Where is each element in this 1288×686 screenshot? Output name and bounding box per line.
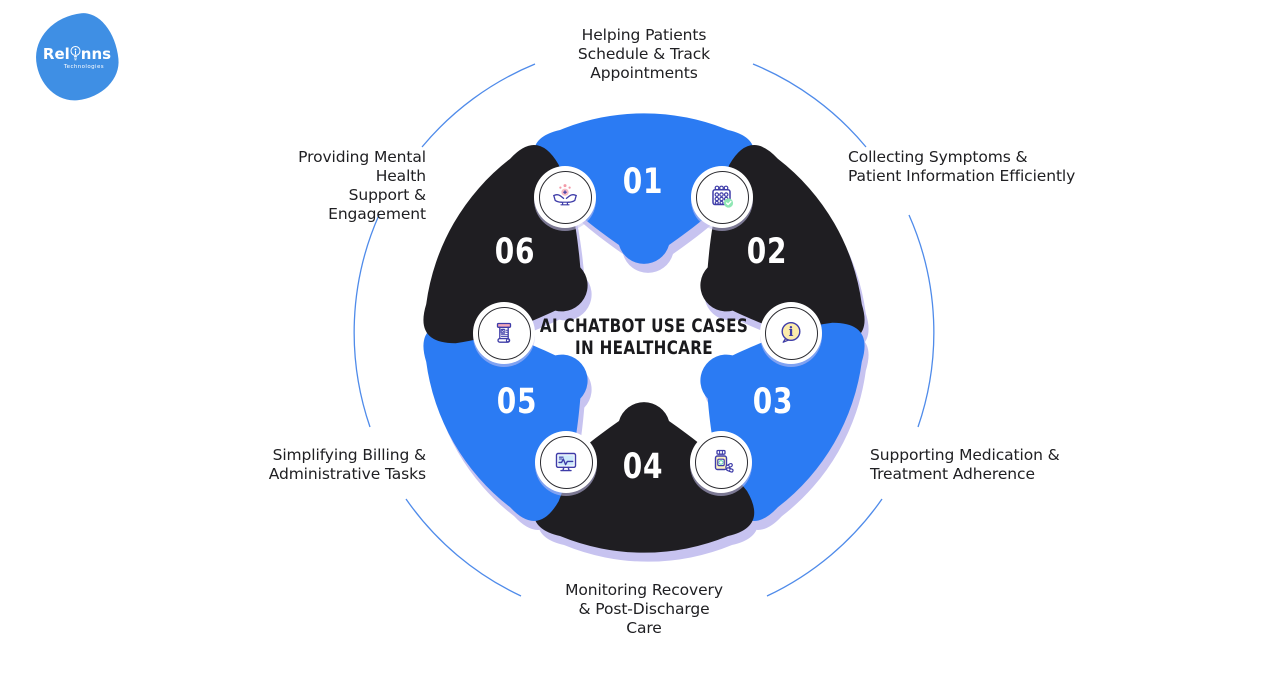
- medicine-bottle-icon: [714, 449, 734, 473]
- outer-dashed-circle: [353, 63, 935, 597]
- outer-arc-segment: [908, 214, 935, 428]
- outer-arc-segment: [766, 498, 883, 597]
- outer-arc-segment: [421, 63, 536, 148]
- petal-number-06: 06: [494, 232, 536, 272]
- logo-subtitle: Technologies: [63, 63, 104, 70]
- petal-number-03: 03: [752, 382, 794, 422]
- calendar-check-icon: [712, 185, 734, 208]
- petal-number-02: 02: [746, 232, 788, 272]
- icon-badge: $: [473, 302, 535, 364]
- diagram-title-line2: IN HEALTHCARE: [575, 337, 713, 359]
- petal-number-04: 04: [622, 447, 664, 487]
- monitor-pulse-icon: [555, 452, 577, 472]
- logo-brand-prefix: Rel: [42, 44, 70, 63]
- icon-badge: [534, 166, 596, 228]
- hands-care-icon: [553, 184, 577, 206]
- label-collecting-symptoms: Collecting Symptoms & Patient Informatio…: [848, 148, 1076, 185]
- petal-number-01: 01: [622, 162, 664, 202]
- logo-brand: Rel nns: [43, 45, 111, 63]
- petal-number-05: 05: [496, 382, 538, 422]
- logo-brand-suffix: nns: [80, 44, 112, 63]
- outer-arc-segment: [353, 214, 380, 428]
- label-mental-health: Providing Mental Health Support & Engage…: [298, 148, 426, 223]
- diagram-title: AI CHATBOT USE CASES IN HEALTHCARE: [540, 315, 748, 359]
- outer-arc-segment: [405, 498, 522, 597]
- svg-text:i: i: [789, 325, 794, 340]
- label-simplifying-billing: Simplifying Billing & Administrative Tas…: [268, 446, 426, 483]
- label-monitoring-recovery: Monitoring Recovery & Post-Discharge Car…: [565, 581, 723, 637]
- label-appointments: Helping Patients Schedule & Track Appoin…: [577, 26, 711, 82]
- info-bubble-icon: i: [781, 321, 801, 343]
- svg-text:$: $: [502, 329, 505, 334]
- billing-receipt-icon: $: [496, 322, 512, 343]
- lightbulb-icon: [70, 45, 81, 61]
- icon-badge: [691, 166, 753, 228]
- icon-badge: [690, 431, 752, 493]
- icon-badge: [535, 431, 597, 493]
- diagram-title-line1: AI CHATBOT USE CASES: [539, 315, 749, 337]
- icon-badge: i: [760, 302, 822, 364]
- outer-arc-segment: [752, 63, 867, 148]
- relinns-logo: Rel nns Technologies: [31, 9, 123, 105]
- label-supporting-medication: Supporting Medication & Treatment Adhere…: [870, 446, 1060, 483]
